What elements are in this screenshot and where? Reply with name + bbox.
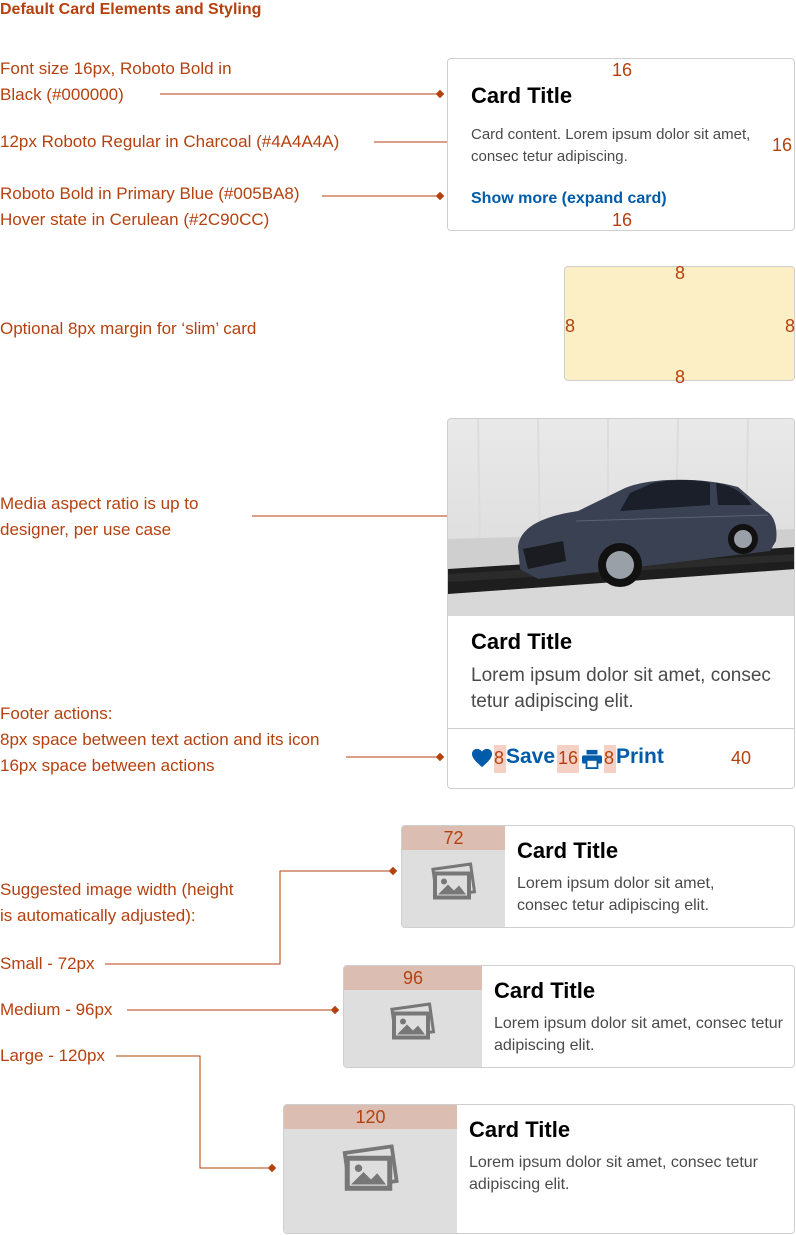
icon-text-spacer-print <box>604 745 616 773</box>
thumb-card-medium: 96 Card Title Lorem ipsum dolor sit amet… <box>343 965 795 1068</box>
show-more-link[interactable]: Show more (expand card) <box>471 190 667 207</box>
annotation-slim-margin: Optional 8px margin for ‘slim’ card <box>0 319 257 338</box>
image-placeholder-icon <box>429 861 479 907</box>
thumb-card-content: Lorem ipsum dolor sit amet, consec tetur… <box>494 1015 784 1054</box>
annotation-title-font-line2: Black (#000000) <box>0 85 124 104</box>
annotation-media-line2: designer, per use case <box>0 520 172 539</box>
card-title: Card Title <box>471 83 573 108</box>
icon-text-spacer <box>494 745 506 773</box>
page-heading: Default Card Elements and Styling <box>0 1 262 18</box>
annotation-footer-line3: 16px space between actions <box>0 756 215 775</box>
thumbnail-area: 96 <box>344 966 482 1067</box>
card-content: Card content. Lorem ipsum dolor sit amet… <box>471 126 751 165</box>
thumb-card-content: Lorem ipsum dolor sit amet, consec tetur… <box>469 1154 759 1193</box>
thumbnail-area: 120 <box>284 1105 457 1233</box>
action-spacer <box>557 745 579 773</box>
thumbnail-width-band <box>284 1105 457 1129</box>
thumbnail-area: 72 <box>402 826 505 927</box>
slim-margin-top-label: 8 <box>675 263 686 283</box>
thumb-card-title: Card Title <box>469 1117 571 1142</box>
thumb-card-title: Card Title <box>494 978 596 1003</box>
media-card-title: Card Title <box>471 629 573 654</box>
gap-icon-print-label: 8 <box>604 748 615 768</box>
thumbnail-width-band <box>344 966 482 990</box>
annotation-footer-line1: Footer actions: <box>0 704 113 723</box>
thumbnail-width-label: 96 <box>402 968 424 988</box>
thumbnail-width-label: 72 <box>443 828 464 848</box>
gap-actions-label: 16 <box>558 748 579 768</box>
heart-icon[interactable] <box>471 748 493 773</box>
thumbnail-width-band <box>402 826 505 850</box>
slim-margin-bottom-label: 8 <box>675 367 686 387</box>
media-card: Card Title Lorem ipsum dolor sit amet, c… <box>447 418 795 789</box>
footer-divider <box>448 728 794 729</box>
image-placeholder-icon <box>388 1001 438 1047</box>
thumb-card-large: 120 Card Title Lorem ipsum dolor sit ame… <box>283 1104 795 1234</box>
gap-icon-save-label: 8 <box>494 748 505 768</box>
annotation-image-width-line1: Suggested image width (height <box>0 880 234 899</box>
annotation-image-width-line2: is automatically adjusted): <box>0 906 196 925</box>
thumb-card-title: Card Title <box>517 838 619 863</box>
padding-right-label: 16 <box>772 135 793 155</box>
printer-icon[interactable] <box>581 749 603 774</box>
annotation-content-font: 12px Roboto Regular in Charcoal (#4A4A4A… <box>0 132 340 151</box>
slim-margin-left-label: 8 <box>565 316 576 336</box>
annotation-large: Large - 120px <box>0 1046 105 1065</box>
annotation-small: Small - 72px <box>0 954 95 973</box>
car-photo <box>448 419 794 616</box>
annotation-link-style-line2: Hover state in Cerulean (#2C90CC) <box>0 210 270 229</box>
padding-bottom-label: 16 <box>612 210 633 230</box>
annotation-link-style-line1: Roboto Bold in Primary Blue (#005BA8) <box>0 184 300 203</box>
annotation-footer-line2: 8px space between text action and its ic… <box>0 730 320 749</box>
slim-margin-right-label: 8 <box>785 316 796 336</box>
thumb-card-small: 72 Card Title Lorem ipsum dolor sit amet… <box>401 825 795 928</box>
footer-height-label: 40 <box>731 748 752 768</box>
thumbnail-width-label: 120 <box>355 1107 386 1127</box>
save-action[interactable]: Save <box>506 745 556 768</box>
slim-card-margin-box <box>564 266 795 381</box>
thumb-card-content: Lorem ipsum dolor sit amet, consec tetur… <box>517 875 715 914</box>
annotation-medium: Medium - 96px <box>0 1000 113 1019</box>
annotation-title-font-line1: Font size 16px, Roboto Bold in <box>0 59 232 78</box>
image-placeholder-icon <box>339 1143 403 1199</box>
annotation-media-line1: Media aspect ratio is up to <box>0 494 199 513</box>
media-card-content: Lorem ipsum dolor sit amet, consec tetur… <box>471 665 771 712</box>
print-action[interactable]: Print <box>616 745 664 768</box>
padding-top-label: 16 <box>612 60 633 80</box>
default-card: Card Title Card content. Lorem ipsum dol… <box>447 58 795 231</box>
